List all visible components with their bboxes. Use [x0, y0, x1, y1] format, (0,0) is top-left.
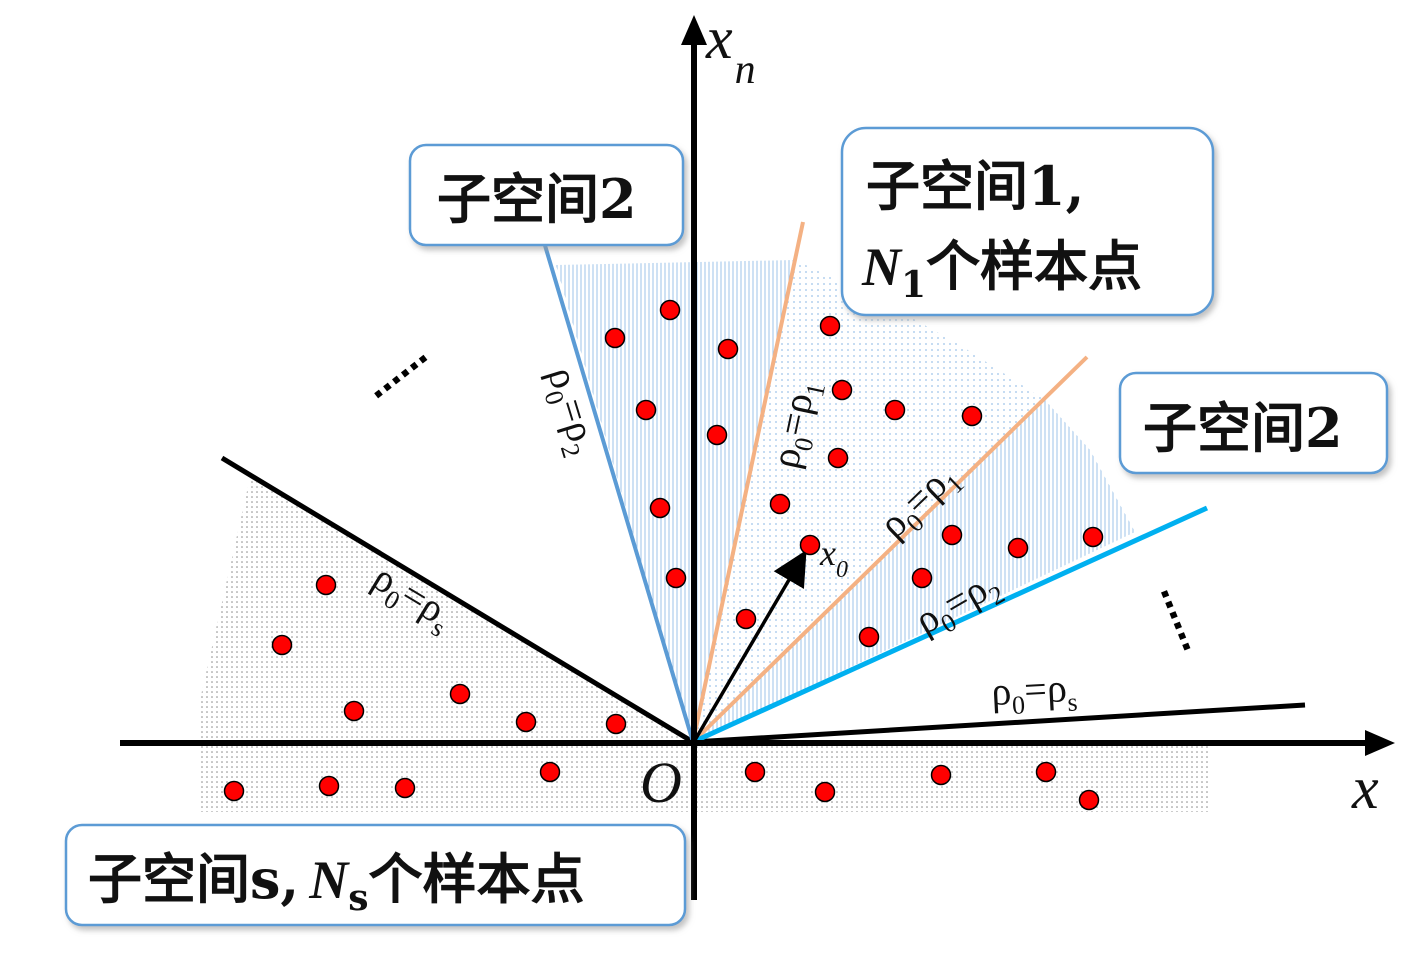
boundary-line-rho-2-top: [539, 231, 695, 743]
sample-points: [223, 299, 1104, 811]
vector-x0-arrow: [693, 549, 807, 741]
subspace1-region: [693, 260, 1045, 742]
subspace2-right-region: [693, 400, 1135, 742]
sample-point: [318, 775, 340, 797]
sample-point: [1035, 761, 1057, 783]
sample-point: [735, 608, 757, 630]
boundary-line-rho-1-b: [691, 355, 1089, 744]
sample-point: [515, 711, 537, 733]
sample-point: [827, 447, 849, 469]
sample-point: [769, 493, 791, 515]
sample-point: [1007, 537, 1029, 559]
sample-point: [799, 534, 821, 556]
sample-point: [343, 700, 365, 722]
ellipsis-left: ……: [357, 334, 435, 407]
sample-point: [819, 315, 841, 337]
sample-point: [941, 524, 963, 546]
sample-point: [858, 626, 880, 648]
sample-point: [665, 567, 687, 589]
sample-point: [635, 399, 657, 421]
vector-x0-label: x0: [819, 533, 848, 583]
sample-point: [449, 683, 471, 705]
label-rho0-rhos-left: ρ0=ρs: [362, 554, 462, 643]
subspace2-top-box: 子空间2: [408, 143, 685, 247]
subspace-s-box: 子空间s,Ns个样本点: [64, 823, 687, 927]
sample-point: [605, 713, 627, 735]
boundary-line-rho-1-a: [691, 221, 805, 743]
sample-point: [930, 764, 952, 786]
boundary-line-rho-s-right: [692, 702, 1306, 745]
svg-text:子空间s,Ns个样本点: 子空间s,Ns个样本点: [88, 847, 584, 919]
svg-text:ρ0=ρ1: ρ0=ρ1: [762, 376, 831, 473]
svg-text:ρ0=ρs: ρ0=ρs: [362, 554, 462, 643]
subspace2-top-region: [556, 260, 795, 742]
sample-point: [394, 777, 416, 799]
subspace-s-region: [200, 478, 1210, 812]
boundary-line-rho-2-right: [691, 505, 1209, 745]
sample-point: [315, 574, 337, 596]
subspace2-right-box: 子空间2: [1118, 371, 1389, 475]
sample-point: [961, 405, 983, 427]
origin-label: O: [640, 750, 682, 815]
sample-point: [271, 634, 293, 656]
svg-text:子空间2: 子空间2: [437, 167, 637, 231]
sample-point: [649, 497, 671, 519]
horizontal-axis-label: x: [1351, 755, 1379, 821]
vertical-axis-arrow: [681, 15, 707, 45]
sample-point: [706, 424, 728, 446]
vertical-axis-label: xn: [705, 5, 756, 93]
sample-point: [1078, 789, 1100, 811]
sample-point: [831, 379, 853, 401]
sample-point: [911, 567, 933, 589]
sample-point: [659, 299, 681, 321]
sample-point: [814, 781, 836, 803]
horizontal-axis-arrow: [1365, 730, 1395, 756]
ellipsis-right: ……: [1152, 578, 1215, 656]
sample-point: [717, 338, 739, 360]
svg-text:ρ0=ρs: ρ0=ρs: [990, 665, 1078, 721]
svg-text:……: ……: [357, 334, 435, 407]
label-rho0-rho1-a: ρ0=ρ1: [762, 376, 831, 473]
svg-text:……: ……: [1152, 578, 1215, 656]
svg-text:子空间2: 子空间2: [1143, 396, 1343, 460]
sample-point: [604, 327, 626, 349]
sample-point: [744, 761, 766, 783]
sample-point: [223, 780, 245, 802]
boundary-line-rho-s-left: [220, 455, 695, 745]
sample-point: [539, 761, 561, 783]
label-rho0-rhos-right: ρ0=ρs: [990, 665, 1078, 721]
sample-point: [884, 399, 906, 421]
subspace1-box: 子空间1, N1个样本点: [840, 126, 1215, 317]
svg-text:子空间1,: 子空间1,: [866, 154, 1084, 218]
sample-point: [1082, 526, 1104, 548]
svg-text:N1个样本点: N1个样本点: [861, 234, 1142, 306]
